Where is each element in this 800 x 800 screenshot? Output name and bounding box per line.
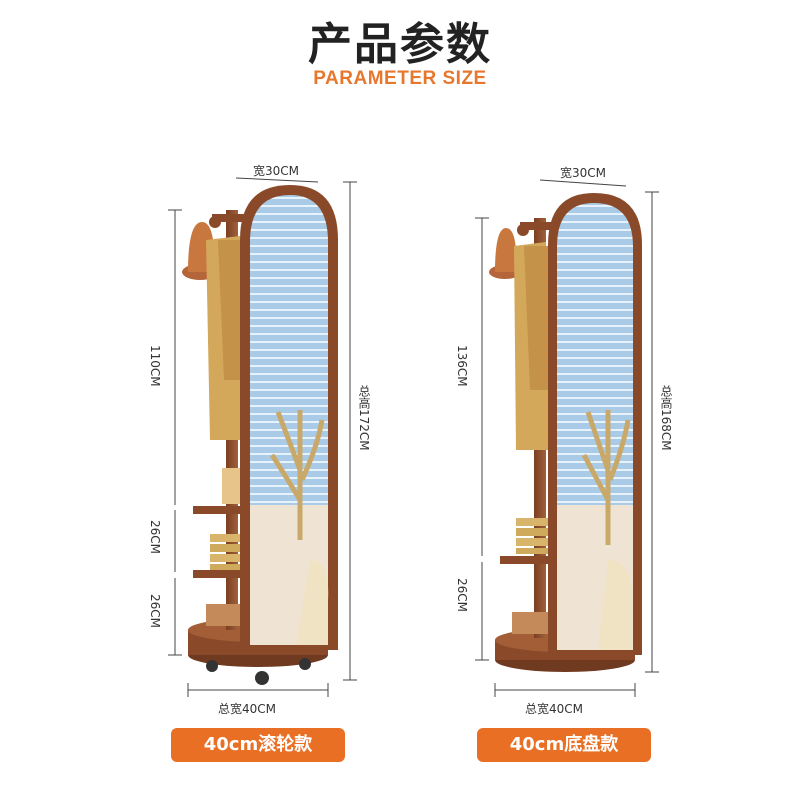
right-hook-height-label: 136CM [455,345,469,387]
left-shelf-gap-label-1: 26CM [148,520,162,555]
right-total-width-label: 总宽40CM [525,702,584,716]
right-total-height-label: 总高168CM [658,385,675,451]
right-shelf-gap-label: 26CM [455,578,469,613]
right-variant-badge: 40cm底盘款 [477,728,651,762]
left-mirror-stand [182,185,338,685]
left-wheel [255,671,269,685]
right-dimension-lines [475,179,659,697]
right-mirror-stand [489,193,642,672]
left-shelf-gap-label-2: 26CM [148,594,162,629]
left-total-width-label: 总宽40CM [218,702,277,716]
left-shelf [193,506,248,514]
left-shelf [193,570,248,578]
left-wheel [206,660,218,672]
page-subtitle: PARAMETER SIZE [313,68,487,89]
left-hook-height-label: 110CM [148,345,162,387]
left-total-height-label: 总高172CM [356,385,373,451]
right-top-width-label: 宽30CM [560,166,607,180]
left-variant-badge: 40cm滚轮款 [171,728,345,762]
right-shelf [500,556,552,564]
left-dimension-lines [168,177,357,697]
left-top-width-label: 宽30CM [253,164,300,178]
page-title: 产品参数 [308,19,492,70]
left-wheel [299,658,311,670]
